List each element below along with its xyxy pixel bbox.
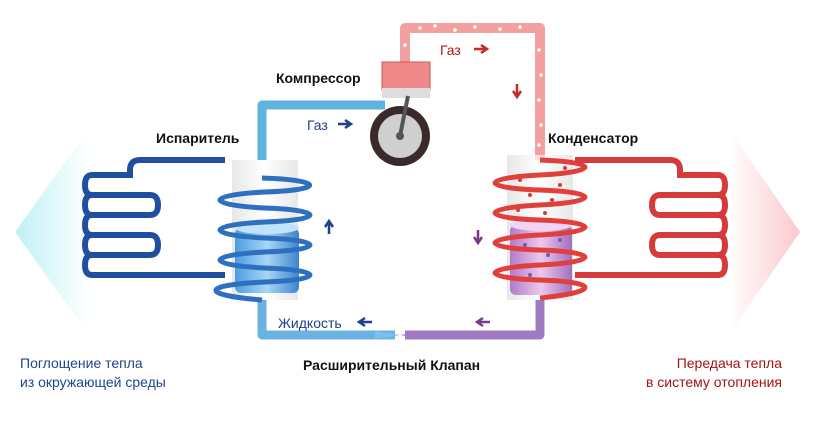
compressor-label: Компрессор [276, 70, 361, 86]
suction-pipe [257, 100, 385, 160]
flow-arrows [323, 43, 523, 328]
heat-release-arrow [728, 128, 800, 336]
expansion-valve [375, 331, 400, 339]
condenser-label: Конденсатор [548, 130, 639, 146]
evaporator-cylinder [235, 228, 299, 293]
compressor-cylinder [381, 61, 431, 91]
liquid-pipe-hot [405, 300, 545, 340]
caption-right-line2: в систему отопления [645, 374, 782, 390]
evaporator-label: Испаритель [156, 130, 240, 146]
liquid-label: Жидкость [278, 315, 342, 331]
heat-release-caption: Передача тепла в систему отопления [646, 354, 782, 392]
gas-label-suction: Газ [307, 117, 328, 133]
heat-absorb-arrow [15, 128, 90, 336]
evaporator-coil [213, 175, 313, 303]
condenser-indoor-coil [575, 157, 729, 278]
caption-left-line2: из окружающей среды [20, 374, 166, 390]
gas-label-discharge: Газ [440, 42, 461, 58]
liquid-pipe-cold [257, 300, 395, 340]
expansion-valve-label: Расширительный Клапан [303, 357, 481, 373]
evaporator-outdoor-coil [81, 157, 225, 278]
gas-bubbles [403, 24, 543, 147]
condenser-coil [492, 157, 588, 301]
caption-right-line1: Передача тепла [676, 355, 782, 371]
caption-left-line1: Поглощение тепла [20, 355, 143, 371]
heat-absorb-caption: Поглощение тепла из окружающей среды [20, 354, 166, 392]
